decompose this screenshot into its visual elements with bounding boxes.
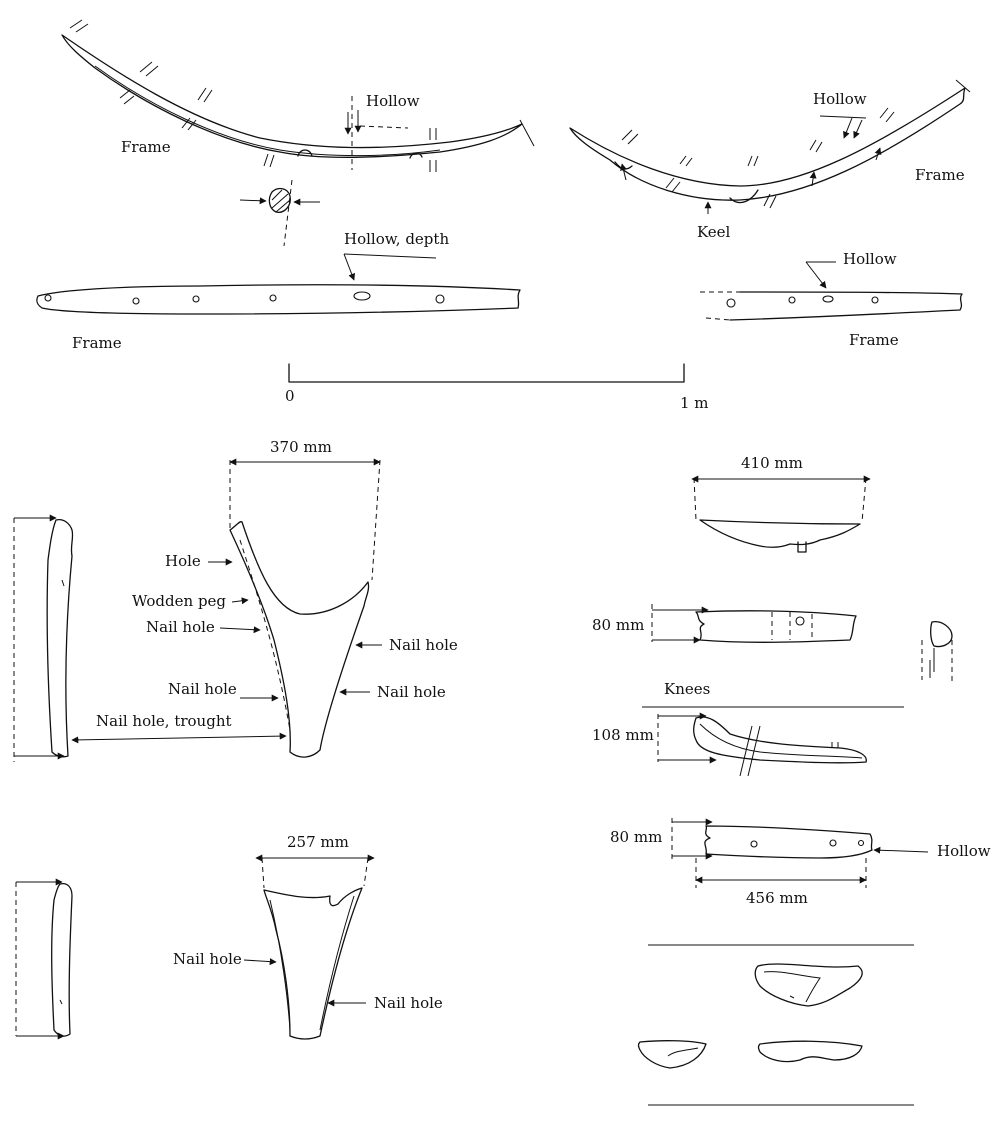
label-hollow-top-right: Hollow <box>813 90 867 108</box>
hollow-depth-arrow <box>343 253 356 281</box>
label-knees: Knees <box>664 680 710 698</box>
piece-456 <box>671 818 929 888</box>
label-nail-hole-b: Nail hole <box>389 636 458 654</box>
label-nail-hole-e: Nail hole <box>173 950 242 968</box>
label-dim-410: 410 mm <box>741 454 803 472</box>
fragment-right <box>757 1040 863 1063</box>
hollow-depth-leader <box>343 253 437 259</box>
label-nail-hole-trought: Nail hole, trought <box>96 712 232 730</box>
label-dim-80-a: 80 mm <box>592 616 644 634</box>
knee-257-side-view <box>15 878 73 1040</box>
label-nail-hole-f: Nail hole <box>374 994 443 1012</box>
scale-bar <box>288 363 685 383</box>
small-side-profile <box>921 621 953 684</box>
label-frame-top-right: Frame <box>915 166 965 184</box>
label-hollow-knee: Hollow <box>937 842 991 860</box>
label-dim-456: 456 mm <box>746 889 808 907</box>
label-keel: Keel <box>697 223 731 241</box>
knee-370-front-view <box>229 458 381 758</box>
label-nail-hole-d: Nail hole <box>377 683 446 701</box>
label-dim-108: 108 mm <box>592 726 654 744</box>
label-hollow-right-plan: Hollow <box>843 250 897 268</box>
wooden-peg-arrow <box>231 597 249 605</box>
frame-cross-section <box>239 179 320 247</box>
label-nail-hole-c: Nail hole <box>168 680 237 698</box>
nail-hole-trought-arrow <box>71 732 287 744</box>
label-nail-hole-a: Nail hole <box>146 618 215 636</box>
piece-80-a <box>651 604 857 644</box>
fragment-triangular <box>754 963 863 1007</box>
hollow-arrow-top-left <box>344 110 409 135</box>
label-frame-right-plan: Frame <box>849 331 899 349</box>
frame-plan-right <box>700 291 963 321</box>
label-hole: Hole <box>165 552 201 570</box>
frame-plan-left <box>36 284 521 315</box>
label-dim-80-b: 80 mm <box>610 828 662 846</box>
label-hollow-depth: Hollow, depth <box>344 230 449 248</box>
piece-410 <box>691 475 871 553</box>
frame-top-right-profile <box>569 79 971 209</box>
frame-top-left-profile <box>61 19 535 172</box>
label-dim-257: 257 mm <box>287 833 349 851</box>
label-dim-370: 370 mm <box>270 438 332 456</box>
nail-hole-e-arrow <box>243 958 277 966</box>
hollow-arrow-top-right <box>620 115 882 214</box>
hollow-right-plan-arrow <box>805 261 827 289</box>
knee-370-side-view <box>13 514 74 762</box>
nail-hole-a-arrow <box>219 626 261 634</box>
label-scale-zero: 0 <box>285 387 295 405</box>
label-wooden-peg: Wodden peg <box>132 592 226 610</box>
label-frame-top-left: Frame <box>121 138 171 156</box>
fragment-left <box>637 1040 707 1069</box>
label-hollow-top-left: Hollow <box>366 92 420 110</box>
label-scale-one-metre: 1 m <box>680 394 709 412</box>
piece-108 <box>657 712 867 777</box>
label-frame-bottom-left: Frame <box>72 334 122 352</box>
knee-257-front-view <box>255 854 375 1040</box>
